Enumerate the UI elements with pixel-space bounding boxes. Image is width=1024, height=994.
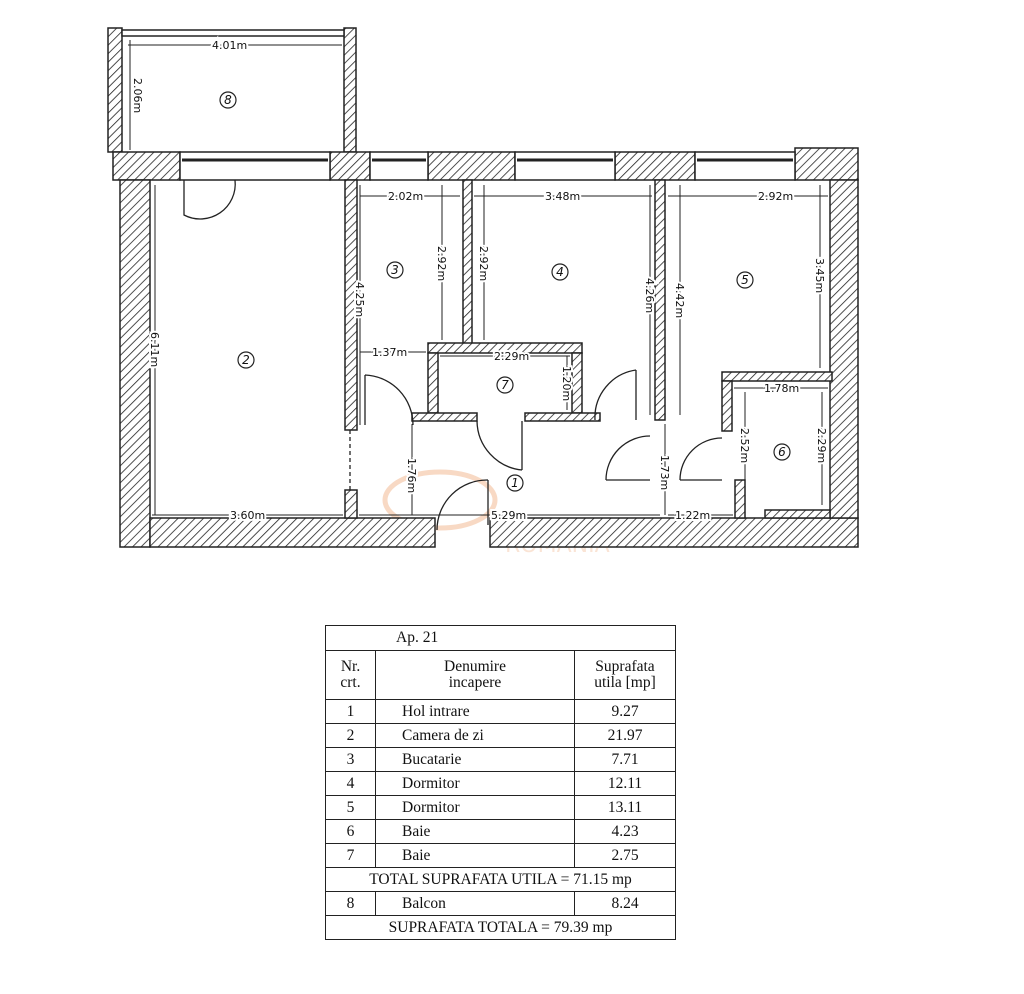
- room-number: 1: [511, 476, 519, 490]
- row-nr: 2: [325, 723, 376, 748]
- apartment-title: Ap. 21: [325, 625, 676, 651]
- row-name: Hol intrare: [375, 699, 575, 724]
- row-name: Dormitor: [375, 771, 575, 796]
- row-name: Baie: [375, 819, 575, 844]
- room-number: 4: [556, 265, 564, 279]
- room-number: 8: [224, 93, 232, 107]
- dimension-lines: [128, 40, 828, 516]
- dim-living-width: 3.60m: [230, 509, 265, 522]
- row-name: Camera de zi: [375, 723, 575, 748]
- row-area: 12.11: [574, 771, 676, 796]
- row-area: 21.97: [574, 723, 676, 748]
- room-number: 2: [242, 353, 250, 367]
- header-name: Denumire incapere: [375, 650, 575, 700]
- dim-kitchen-width: 2.02m: [388, 190, 423, 203]
- floor-plan: ROMANIA: [107, 27, 859, 558]
- dim-balcony-width: 4.01m: [212, 39, 247, 52]
- dim-kitchen-inner: 2.92m: [435, 246, 448, 281]
- dim-bath6-inner: 2.29m: [815, 428, 828, 463]
- row-nr: 3: [325, 747, 376, 772]
- row-area: 7.71: [574, 747, 676, 772]
- dim-bed4-width: 3.48m: [545, 190, 580, 203]
- dim-bath7-depth: 1.20m: [560, 366, 573, 401]
- doors: [183, 179, 723, 531]
- room-number: 6: [778, 445, 786, 459]
- dim-hall-width2: 1.22m: [675, 509, 710, 522]
- dim-bed4-inner: 2.92m: [477, 246, 490, 281]
- area-table: Ap. 21 Nr. crt. Denumire incapere Supraf…: [325, 625, 676, 940]
- dim-bed5-width: 2.92m: [758, 190, 793, 203]
- row-area: 13.11: [574, 795, 676, 820]
- dim-hall-width: 5.29m: [491, 509, 526, 522]
- row-name: Bucatarie: [375, 747, 575, 772]
- row-area: 4.23: [574, 819, 676, 844]
- room-number: 7: [501, 378, 509, 392]
- dim-bed4-depth: 4.26m: [643, 278, 656, 313]
- row-name: Baie: [375, 843, 575, 868]
- row-nr: 7: [325, 843, 376, 868]
- dim-bath6-depth: 2.52m: [738, 428, 751, 463]
- row-nr: 6: [325, 819, 376, 844]
- row-nr: 4: [325, 771, 376, 796]
- row-area: 9.27: [574, 699, 676, 724]
- row-name: Dormitor: [375, 795, 575, 820]
- row-nr: 8: [325, 891, 376, 916]
- total-utila: TOTAL SUPRAFATA UTILA = 71.15 mp: [325, 867, 676, 892]
- dim-kitchen-depth: 4.25m: [353, 282, 366, 317]
- header-area: Suprafata utila [mp]: [574, 650, 676, 700]
- row-nr: 5: [325, 795, 376, 820]
- row-name: Balcon: [375, 891, 575, 916]
- dim-living-depth: 6.11m: [148, 332, 161, 367]
- row-area: 8.24: [574, 891, 676, 916]
- room-numbers: 1 2 3 4 5 6 7 8: [224, 93, 786, 490]
- room-number: 3: [391, 263, 399, 277]
- dim-hall-a: 1.37m: [372, 346, 407, 359]
- dim-hall-depth: 1.76m: [405, 458, 418, 493]
- dim-balcony-depth: 2.06m: [131, 78, 144, 113]
- row-area: 2.75: [574, 843, 676, 868]
- room-number: 5: [741, 273, 749, 287]
- dim-hall-depth2: 1.73m: [658, 455, 671, 490]
- dim-bed5-inner: 3.45m: [813, 258, 826, 293]
- room-markers: [219, 91, 791, 492]
- dimension-labels: 4.01m 2.06m 2.02m 3.48m 2.92m 6.11m 4.25…: [129, 37, 830, 524]
- row-nr: 1: [325, 699, 376, 724]
- header-nr: Nr. crt.: [325, 650, 376, 700]
- table-row: 8 Balcon 8.24: [325, 891, 676, 916]
- total-area: SUPRAFATA TOTALA = 79.39 mp: [325, 915, 676, 940]
- walls: [107, 27, 859, 548]
- dim-bed5-depth: 4.42m: [673, 283, 686, 318]
- dim-bath7-width: 2.29m: [494, 350, 529, 363]
- dim-bath6-width: 1.78m: [764, 382, 799, 395]
